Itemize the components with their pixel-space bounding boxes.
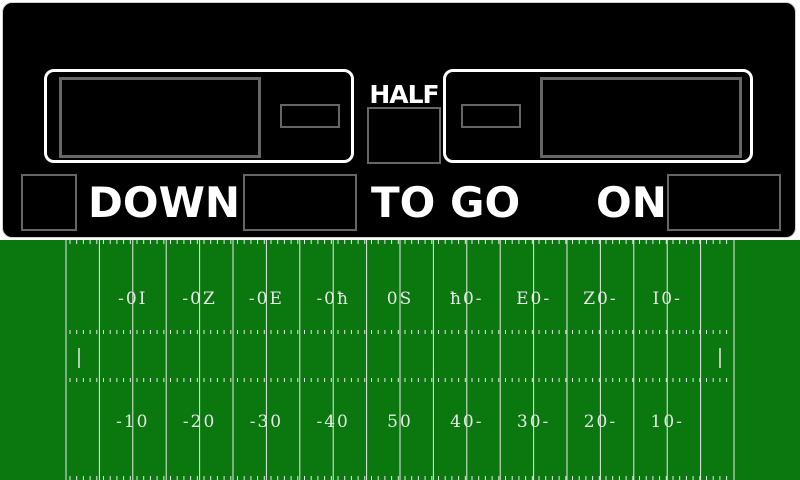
down-value-slot bbox=[21, 174, 77, 231]
scoreboard: HALF DOWN TO GO ON bbox=[2, 2, 796, 238]
yard-number-top: I0- bbox=[653, 289, 682, 309]
to-go-label: TO GO bbox=[371, 178, 521, 227]
yard-number-top: E0- bbox=[516, 289, 551, 309]
yard-number-bottom: -40 bbox=[317, 412, 350, 432]
yard-number-top: Z0- bbox=[583, 289, 617, 309]
half-value-slot bbox=[367, 107, 441, 164]
yard-number-top: ħ0- bbox=[450, 289, 484, 309]
away-team-panel bbox=[443, 69, 753, 163]
yard-number-top: -0E bbox=[249, 289, 284, 309]
to-go-value-slot bbox=[243, 174, 357, 231]
yard-number-top: -0I bbox=[118, 289, 147, 309]
away-team-name-slot bbox=[540, 77, 742, 158]
yard-number-bottom: 20- bbox=[584, 412, 617, 432]
yard-number-bottom: 40- bbox=[450, 412, 483, 432]
on-label: ON bbox=[596, 178, 667, 227]
yard-number-bottom: 30- bbox=[517, 412, 550, 432]
football-field: -0I -10 -0Z -20 -0E -30 -0ħ -40 0S 50 ħ0- 40- E0- 30-… bbox=[0, 240, 800, 480]
field-markings: -0I -10 -0Z -20 -0E -30 -0ħ -40 0S 50 ħ0- 40- E0- 30-… bbox=[65, 240, 735, 480]
yard-number-top: 0S bbox=[387, 289, 413, 309]
home-team-panel bbox=[44, 69, 354, 163]
on-value-slot bbox=[667, 174, 781, 231]
home-team-name-slot bbox=[59, 77, 261, 158]
home-timeouts-slot bbox=[280, 104, 340, 128]
away-timeouts-slot bbox=[461, 104, 521, 128]
yard-number-bottom: -10 bbox=[116, 412, 149, 432]
yard-number-bottom: 10- bbox=[651, 412, 684, 432]
half-label: HALF bbox=[369, 80, 439, 109]
yard-number-bottom: -20 bbox=[183, 412, 216, 432]
yard-number-bottom: -30 bbox=[250, 412, 283, 432]
yard-number-top: -0Z bbox=[182, 289, 216, 309]
down-label: DOWN bbox=[88, 178, 241, 227]
yard-number-top: -0ħ bbox=[316, 289, 350, 309]
yard-number-bottom: 50 bbox=[387, 412, 413, 432]
